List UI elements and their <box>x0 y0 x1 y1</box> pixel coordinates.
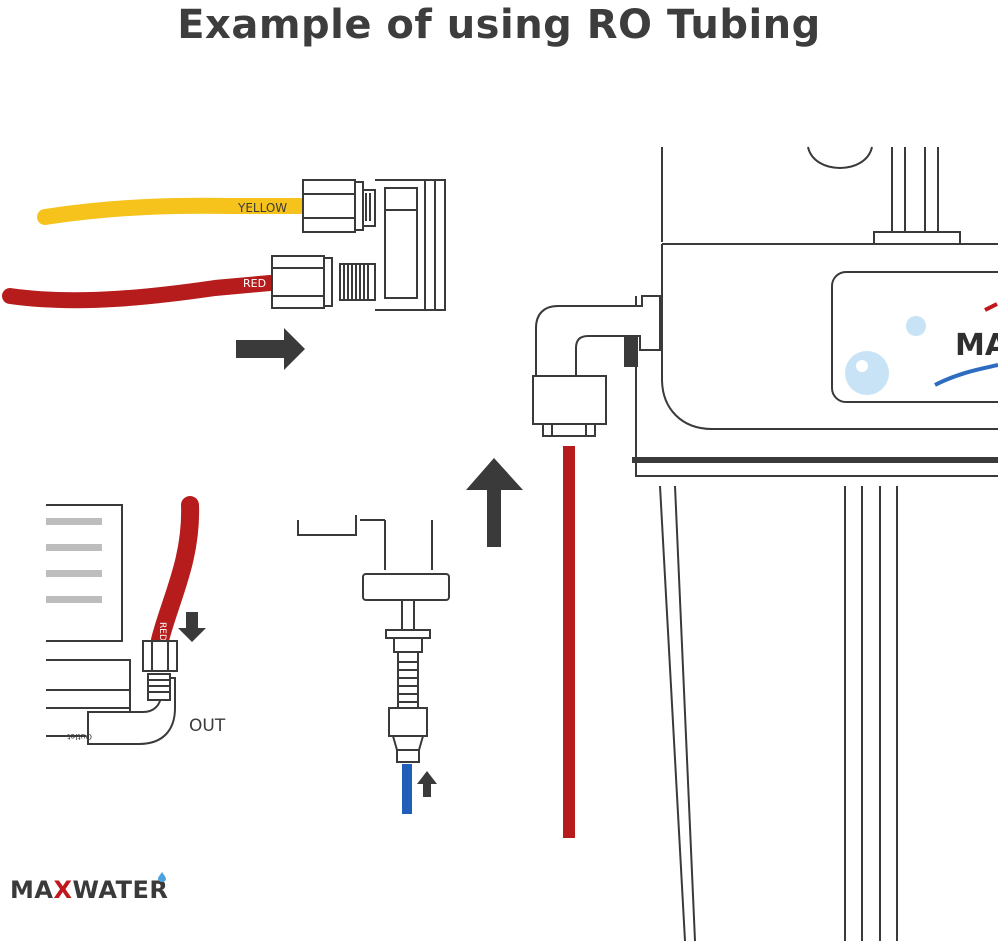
logo-prefix: MA <box>10 876 54 904</box>
red-small-label: RED <box>157 622 167 641</box>
elbow-fitting <box>532 295 661 437</box>
arrow-up-icon <box>466 458 523 547</box>
logo-x: X <box>53 876 73 904</box>
outlet-unit: Outlet <box>46 504 176 745</box>
unit-brand-text: MA <box>955 328 998 363</box>
arrow-down-icon <box>178 612 206 642</box>
water-drop-icon <box>158 872 166 882</box>
filter-unit: MA <box>624 146 998 941</box>
red-tube-assembly: RED <box>2 255 376 309</box>
yellow-tube-assembly: YELLOW <box>37 179 376 233</box>
red-tube-label: RED <box>243 277 266 290</box>
page-title: Example of using RO Tubing <box>177 2 821 48</box>
arrow-right-icon <box>236 328 305 370</box>
faucet-stem <box>297 515 450 763</box>
out-label: OUT <box>189 716 226 736</box>
arrow-up-small-icon <box>417 771 437 797</box>
outlet-stamp: Outlet <box>67 732 92 741</box>
red-tube-outlet: RED <box>142 496 200 672</box>
logo-suffix: WATER <box>72 876 169 904</box>
yellow-tube-label: YELLOW <box>237 201 287 215</box>
housing-cap <box>375 179 446 311</box>
maxwater-logo: MAXWATER <box>10 872 169 904</box>
